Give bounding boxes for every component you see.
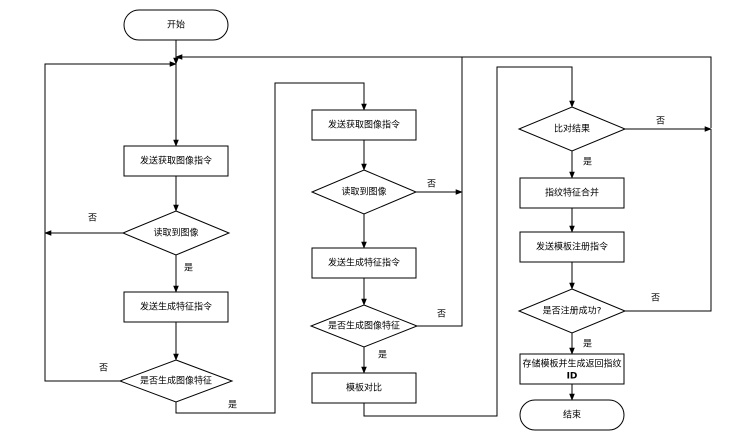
label-compare-yes: 是 <box>583 157 592 168</box>
process-template-compare <box>311 372 417 404</box>
process-store-template <box>519 353 625 385</box>
process-send-capture-1 <box>123 145 229 177</box>
decision-check-feature-1-label: 是否生成图像特征 <box>140 375 212 387</box>
process-send-gen-feature-1 <box>123 291 229 323</box>
label-register-yes: 是 <box>583 339 592 350</box>
end-terminal <box>519 399 625 431</box>
label-check1-no: 否 <box>99 363 108 374</box>
process-store-template-label-line2: ID <box>567 372 578 382</box>
label-read1-no: 否 <box>88 213 97 224</box>
connector-check2-no-loop <box>417 57 463 327</box>
connector-compare-to-col3 <box>363 66 575 417</box>
start-terminal-label: 开始 <box>167 19 185 31</box>
decision-read-image-1-label: 读取到图像 <box>153 227 198 239</box>
connector-check1-yes <box>175 82 367 414</box>
process-send-gen-feature-2-label: 发送生成特征指令 <box>328 257 400 269</box>
process-template-compare-label: 模板对比 <box>346 382 382 394</box>
process-send-capture-2-label: 发送获取图像指令 <box>328 119 400 131</box>
connector-check1-no-loop <box>44 61 177 382</box>
label-read1-yes: 是 <box>184 263 193 274</box>
connector-top-return <box>175 54 712 128</box>
label-check2-yes: 是 <box>378 350 387 361</box>
process-merge-feature <box>519 177 625 209</box>
label-register-no: 否 <box>651 293 660 304</box>
end-terminal-label: 结束 <box>563 409 581 421</box>
process-send-gen-feature-1-label: 发送生成特征指令 <box>140 301 212 313</box>
process-send-capture-2 <box>311 109 417 141</box>
decision-read-image-2-label: 读取到图像 <box>341 186 386 198</box>
decision-register-success-label: 是否注册成功? <box>543 305 602 317</box>
label-check2-no: 否 <box>437 309 446 320</box>
connector-register-no <box>625 129 712 312</box>
process-merge-feature-label: 指纹特征合并 <box>545 187 599 199</box>
process-store-template-label-line1: 存储模板并生成返回指纹 <box>522 358 621 370</box>
label-read2-no: 否 <box>427 179 436 190</box>
decision-compare-result-label: 比对结果 <box>554 123 590 135</box>
process-send-register-label: 发送模板注册指令 <box>536 241 608 253</box>
process-send-gen-feature-2 <box>311 247 417 279</box>
process-send-capture-1-label: 发送获取图像指令 <box>140 155 212 167</box>
label-compare-no: 否 <box>656 116 665 127</box>
process-send-register <box>519 231 625 263</box>
label-check1-yes: 是 <box>228 400 237 411</box>
decision-check-feature-2-label: 是否生成图像特征 <box>328 320 400 332</box>
